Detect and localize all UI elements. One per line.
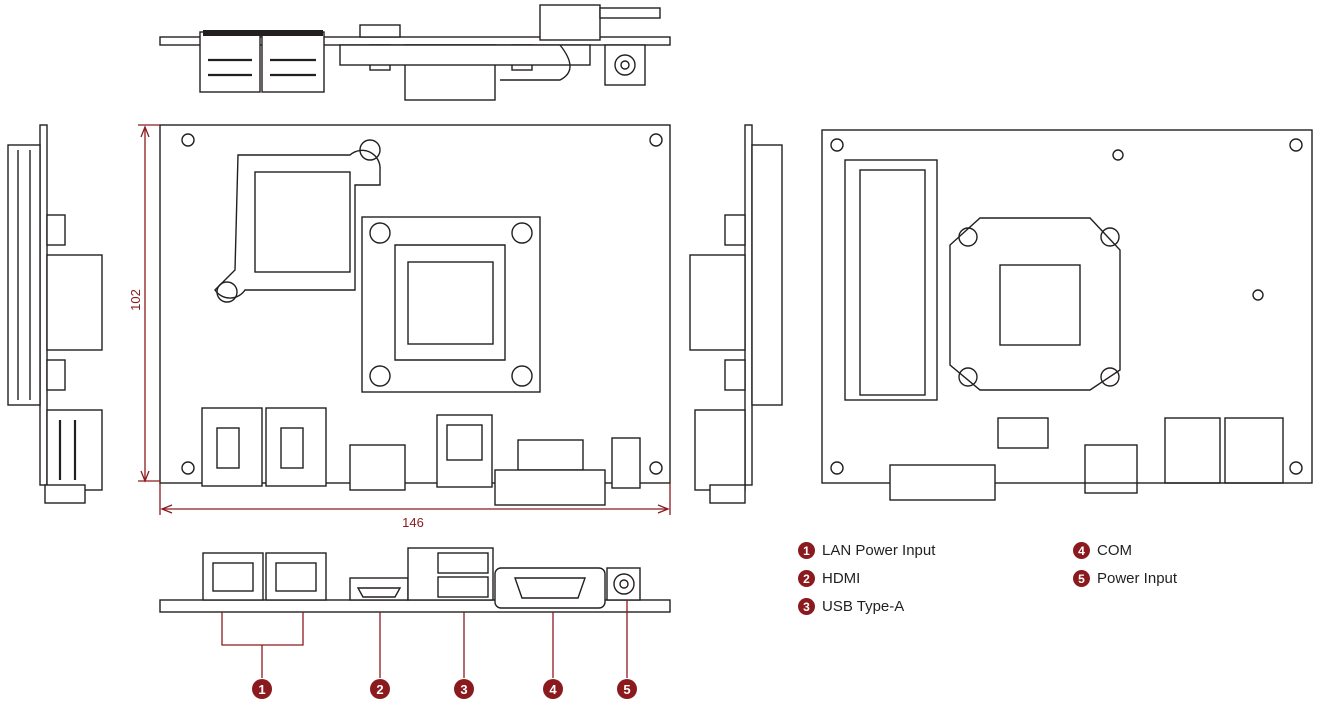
height-dimension-label: 102	[128, 289, 143, 311]
callout-4: 4	[543, 679, 563, 699]
legend-item-com: 4 COM	[1073, 542, 1132, 559]
legend-label: Power Input	[1097, 570, 1178, 587]
legend-label: COM	[1097, 542, 1132, 559]
legend-item-power-input: 5 Power Input	[1073, 570, 1177, 587]
legend-number: 1	[798, 542, 815, 559]
main-top-view	[138, 124, 671, 515]
callout-2: 2	[370, 679, 390, 699]
legend-item-lan-power-input: 1 LAN Power Input	[798, 542, 935, 559]
legend-label: HDMI	[822, 570, 861, 587]
width-dimension-label: 146	[402, 515, 424, 530]
callout-1: 1	[252, 679, 272, 699]
right-side-view	[689, 124, 783, 504]
legend-label: LAN Power Input	[822, 542, 936, 559]
top-side-view	[159, 4, 671, 101]
callout-3: 3	[454, 679, 474, 699]
legend-number: 4	[1073, 542, 1090, 559]
left-side-view	[7, 124, 103, 504]
bottom-view	[821, 129, 1313, 501]
callout-5: 5	[617, 679, 637, 699]
legend-item-hdmi: 2 HDMI	[798, 570, 860, 587]
legend-number: 5	[1073, 570, 1090, 587]
legend-number: 3	[798, 598, 815, 615]
front-view	[159, 547, 671, 678]
legend-label: USB Type-A	[822, 598, 905, 615]
legend-number: 2	[798, 570, 815, 587]
legend-item-usb-type-a: 3 USB Type-A	[798, 598, 904, 615]
